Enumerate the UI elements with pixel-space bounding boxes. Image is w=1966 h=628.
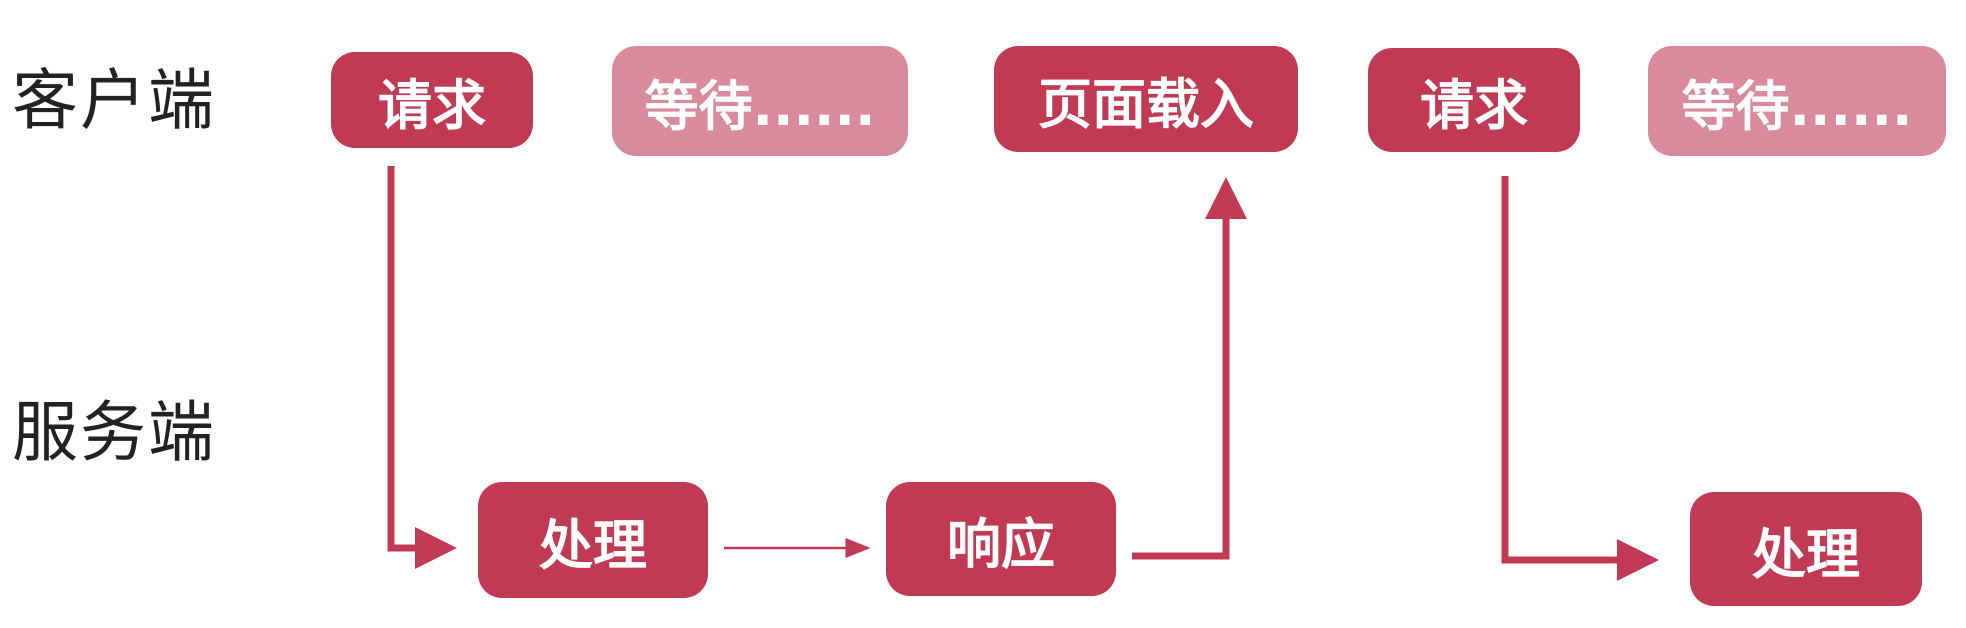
client-request-node-2: 请求	[1368, 48, 1580, 152]
server-process-node-2: 处理	[1690, 492, 1922, 606]
client-request-node-1: 请求	[331, 52, 533, 148]
client-page-load-node: 页面载入	[994, 46, 1298, 152]
arrow-request2-to-process2	[1501, 176, 1659, 581]
lane-label-server: 服务端	[12, 394, 216, 471]
arrow-response-to-page-load	[1132, 177, 1247, 560]
client-wait-node-2: 等待......	[1648, 46, 1946, 156]
lane-label-client: 客户端	[12, 62, 216, 139]
client-wait-node-1: 等待......	[612, 46, 908, 156]
server-response-node: 响应	[886, 482, 1116, 596]
server-process-node-1: 处理	[478, 482, 708, 598]
arrow-request-to-process	[387, 166, 457, 569]
